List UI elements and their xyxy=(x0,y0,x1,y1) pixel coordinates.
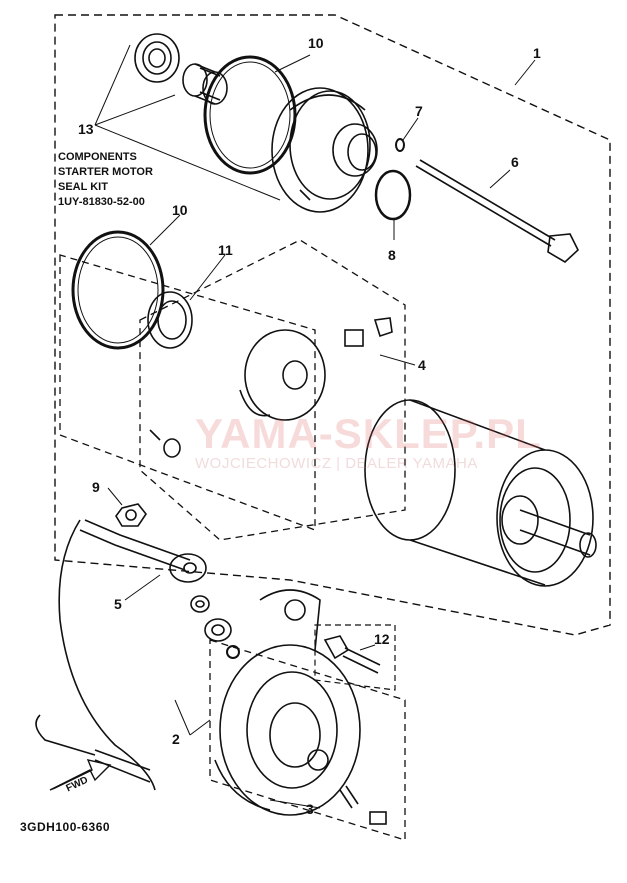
brush-plate xyxy=(239,329,326,421)
washer xyxy=(147,291,193,349)
lower-bracket-boundary xyxy=(209,639,406,841)
brush-top xyxy=(344,317,393,347)
yoke-housing xyxy=(364,399,597,587)
callout-9: 9 xyxy=(92,479,100,495)
o-ring-large-top xyxy=(203,55,297,175)
small-washer-2 xyxy=(204,618,232,642)
callout-4: 4 xyxy=(418,357,426,373)
drawing-code: 3GDH100-6360 xyxy=(20,820,111,834)
small-o-ring xyxy=(226,645,240,659)
kit-note-line-2: STARTER MOTOR xyxy=(58,166,153,178)
o-ring-small xyxy=(395,138,405,152)
bolt-boundary xyxy=(314,624,396,691)
watermark-brand: YAMA-SKLEP.PL xyxy=(195,410,542,457)
callout-10-top: 10 xyxy=(308,35,324,51)
terminal-bolt xyxy=(339,785,387,825)
front-cover xyxy=(271,87,378,213)
rear-bracket xyxy=(214,589,361,816)
kit-note-line-4: 1UY-81830-52-00 xyxy=(58,196,145,208)
leader-lines xyxy=(94,44,536,809)
o-ring-large-seal-kit xyxy=(71,230,165,350)
long-bolt xyxy=(415,159,579,263)
callout-10-seal-kit: 10 xyxy=(172,202,188,218)
brush-holder-boundary xyxy=(139,239,406,541)
kit-note-line-3: SEAL KIT xyxy=(58,181,108,193)
callout-13: 13 xyxy=(78,121,94,137)
callout-7: 7 xyxy=(415,103,423,119)
oil-seal xyxy=(134,33,180,83)
nut xyxy=(115,503,147,527)
callout-6: 6 xyxy=(511,154,519,170)
callout-8: 8 xyxy=(388,247,396,263)
callout-3: 3 xyxy=(306,801,314,817)
kit-note-line-1: COMPONENTS xyxy=(58,151,137,163)
callout-11: 11 xyxy=(218,242,233,258)
bolt-12 xyxy=(323,635,381,674)
fwd-arrow-icon xyxy=(49,759,112,791)
callout-5: 5 xyxy=(114,596,122,612)
callout-1: 1 xyxy=(533,45,541,61)
lead-wire xyxy=(35,519,207,791)
seal-kit-note: COMPONENTS STARTER MOTOR SEAL KIT 1UY-81… xyxy=(58,150,153,210)
seal-kit-boundary xyxy=(59,254,316,531)
brush-bottom xyxy=(149,429,181,458)
callout-2: 2 xyxy=(172,731,180,747)
callout-12: 12 xyxy=(374,631,390,647)
o-ring-medium xyxy=(374,169,412,221)
watermark-subtitle: WOJCIECHOWICZ | DEALER YAMAHA xyxy=(195,455,478,472)
assembly-boundary xyxy=(54,14,611,636)
small-washer-1 xyxy=(190,595,210,613)
